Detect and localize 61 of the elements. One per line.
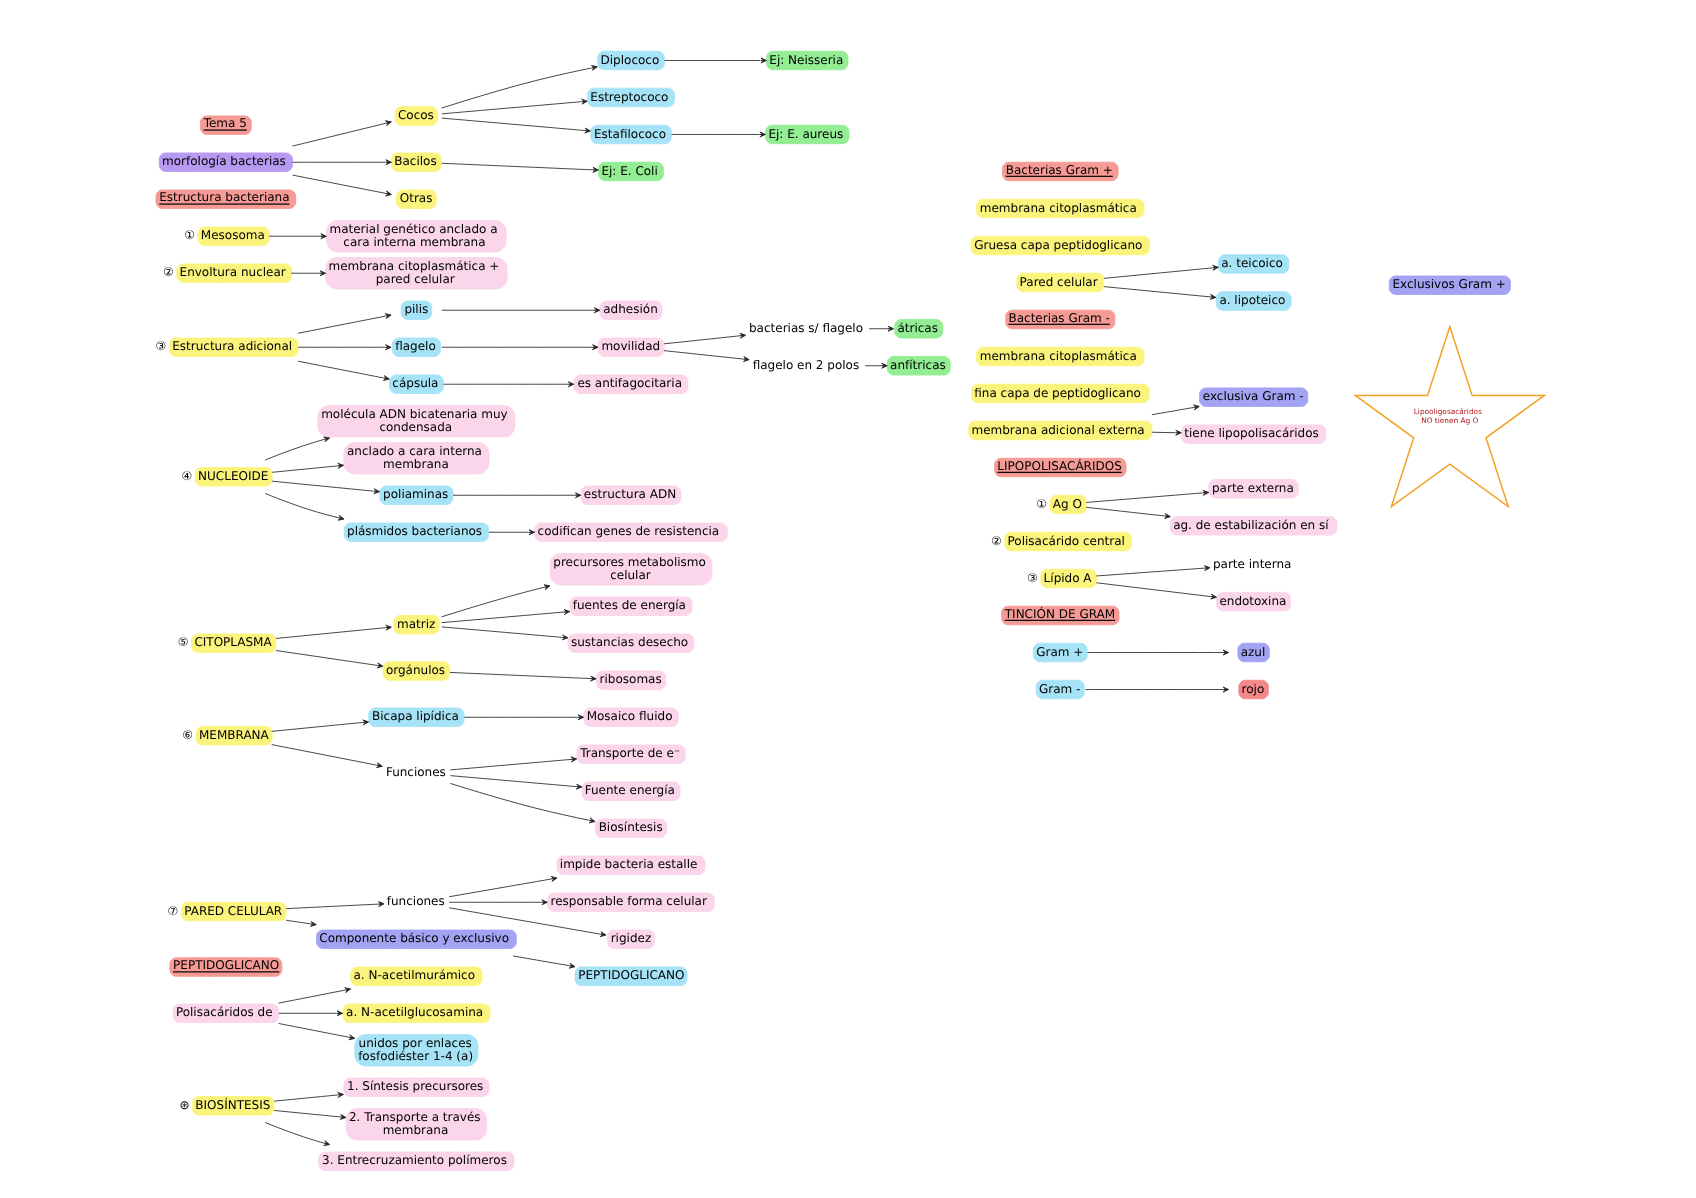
arrow (440, 162, 598, 173)
arrow (270, 719, 368, 732)
arrow (296, 360, 389, 381)
arrow (263, 1122, 330, 1146)
arrow (440, 609, 570, 624)
arrow (440, 98, 587, 115)
arrow (440, 584, 550, 618)
arrow (296, 344, 391, 351)
arrow (451, 492, 581, 499)
arrow (289, 270, 326, 277)
arrow (1150, 404, 1199, 416)
arrow (662, 350, 749, 362)
arrow (263, 436, 330, 461)
arrow (270, 462, 343, 473)
arrow (448, 756, 577, 771)
arrow (291, 174, 391, 197)
arrow (440, 344, 598, 351)
arrow (274, 650, 383, 669)
arrow (511, 955, 575, 969)
arrow (263, 493, 344, 521)
arrow (440, 65, 597, 109)
arrow (447, 907, 606, 938)
arrow (447, 876, 557, 898)
arrow (462, 714, 584, 721)
arrow (284, 901, 384, 910)
arrow (440, 626, 568, 641)
arrow (284, 919, 316, 927)
arrow (277, 1010, 342, 1017)
arrow (1084, 506, 1170, 519)
arrow (487, 529, 535, 536)
arrow (1102, 264, 1218, 279)
arrow (267, 233, 326, 240)
arrow (1084, 489, 1209, 503)
arrow (270, 480, 379, 495)
arrow (1150, 429, 1181, 436)
arrow (867, 325, 894, 332)
arrow (1084, 686, 1229, 693)
arrow (440, 307, 600, 314)
arrow (1094, 582, 1216, 600)
arrow (448, 775, 582, 790)
arrow (1102, 286, 1216, 300)
arrow (1086, 649, 1228, 656)
arrow (448, 783, 595, 824)
arrow (272, 1110, 346, 1120)
arrow (670, 131, 765, 138)
arrow (270, 744, 382, 769)
arrow (662, 57, 766, 64)
arrow (277, 1023, 355, 1041)
arrow (863, 362, 887, 369)
arrow (1094, 565, 1210, 577)
arrow (277, 987, 351, 1004)
arrow (272, 1092, 343, 1102)
arrow (440, 117, 590, 134)
arrow (291, 120, 391, 147)
arrow (274, 624, 391, 639)
arrow (442, 381, 574, 388)
arrow (448, 672, 596, 682)
arrow (296, 313, 391, 334)
arrow (447, 899, 547, 906)
arrow (662, 332, 746, 345)
arrow (291, 159, 391, 166)
